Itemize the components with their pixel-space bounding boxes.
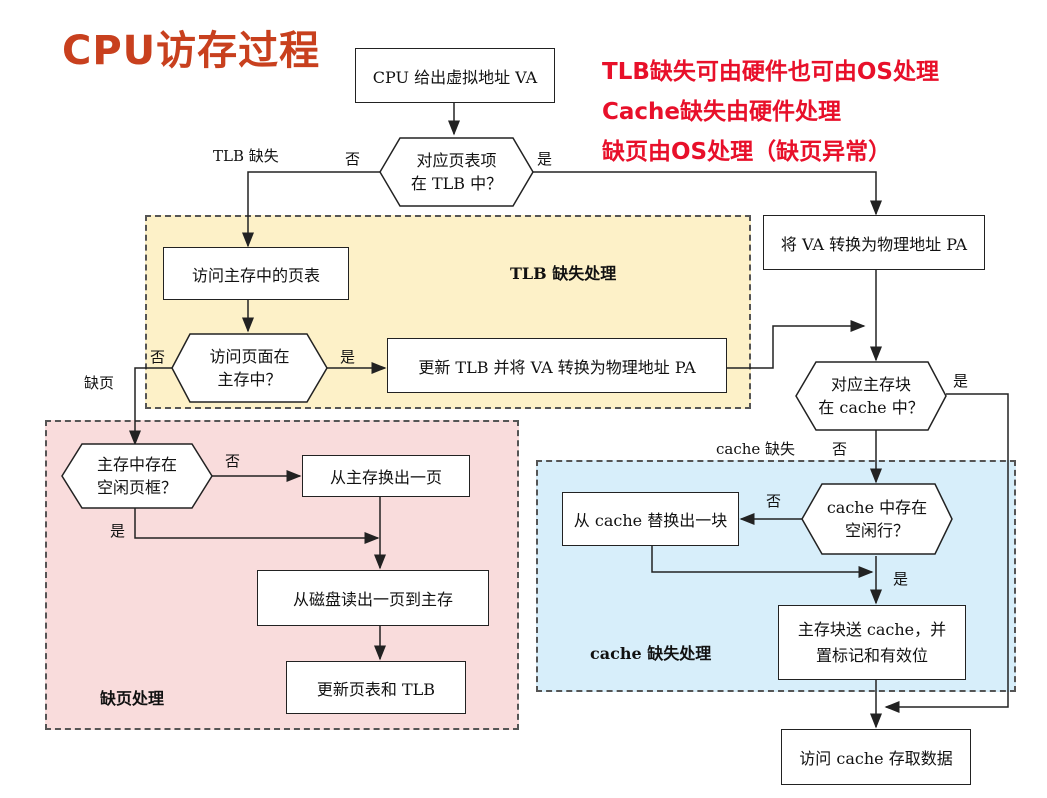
page-fault-region-label: 缺页处理 [100,689,165,708]
page-in-mem-decision: 访问页面在 主存中？ [172,334,327,402]
va-to-pa-box: 将 VA 转换为物理地址 PA [763,215,985,270]
swap-out-page-text: 从主存换出一页 [329,468,442,487]
page-fault-label: 缺页 [84,374,115,392]
free-line-text-line2: 空闲行？ [844,521,909,540]
free-frame-text-line2: 空闲页框？ [96,478,177,497]
access-page-table-box: 访问主存中的页表 [163,247,349,300]
tlb-hit-text-line2: 在 TLB 中？ [410,174,503,193]
cache-hit-text-line2: 在 cache 中？ [818,398,924,417]
note-tlb: TLB缺失可由硬件也可由OS处理 [602,59,939,85]
send-block-text-line1: 主存块送 cache，并 [797,619,947,639]
tlb-hit-decision: 对应页表项 在 TLB 中？ [380,138,533,206]
cache-hit-yes-label: 是 [953,372,969,390]
free-line-decision-shape [801,483,953,555]
start-text: CPU 给出虚拟地址 VA [372,67,538,87]
tlb-hit-text-line1: 对应页表项 [416,151,497,170]
read-page-from-disk-text: 从磁盘读出一页到主存 [292,590,453,609]
free-line-decision: cache 中存在 空闲行？ [802,484,952,554]
free-line-yes-label: 是 [893,570,909,588]
access-page-table-text: 访问主存中的页表 [191,265,320,285]
va-to-pa-text: 将 VA 转换为物理地址 PA [780,234,968,254]
page-in-mem-decision-shape [171,333,328,403]
page-in-mem-no-label: 否 [150,348,166,366]
send-block-box: 主存块送 cache，并 置标记和有效位 [778,605,966,680]
cache-hit-decision: 对应主存块 在 cache 中？ [796,362,946,430]
page-in-mem-text-line1: 访问页面在 [209,347,290,366]
cache-region-label: cache 缺失处理 [590,644,712,663]
free-frame-no-label: 否 [225,452,241,470]
swap-out-page-box: 从主存换出一页 [302,455,470,497]
page-in-mem-text-line2: 主存中？ [217,370,282,389]
access-cache-box: 访问 cache 存取数据 [781,729,971,785]
note-cache: Cache缺失由硬件处理 [602,99,842,125]
free-line-no-label: 否 [766,492,782,510]
evict-block-box: 从 cache 替换出一块 [562,492,739,546]
tlb-region-label: TLB 缺失处理 [510,264,617,283]
read-page-from-disk-box: 从磁盘读出一页到主存 [257,570,489,626]
update-tlb-box: 更新 TLB 并将 VA 转换为物理地址 PA [387,338,727,393]
page-title: CPU访存过程 [62,28,321,74]
tlb-miss-label: TLB 缺失 [213,147,279,165]
tlb-no-label: 否 [345,150,361,168]
send-block-text-line2: 置标记和有效位 [815,645,928,665]
free-line-text-line1: cache 中存在 [826,498,928,517]
free-frame-decision-shape [61,443,213,509]
evict-block-text: 从 cache 替换出一块 [573,511,728,530]
update-pt-tlb-text: 更新页表和 TLB [316,679,436,699]
cache-miss-label: cache 缺失 [716,440,796,458]
cache-hit-text-line1: 对应主存块 [830,375,911,394]
cache-hit-no-label: 否 [832,440,848,458]
cache-hit-decision-shape [795,361,947,431]
free-frame-decision: 主存中存在 空闲页框？ [62,444,212,508]
page-in-mem-yes-label: 是 [340,348,356,366]
free-frame-text-line1: 主存中存在 [96,455,177,474]
tlb-hit-decision-shape [379,137,534,207]
tlb-yes-label: 是 [537,150,553,168]
note-page-fault: 缺页由OS处理（缺页异常） [602,139,892,165]
update-pt-tlb-box: 更新页表和 TLB [286,661,466,714]
free-frame-yes-label: 是 [110,522,126,540]
start-box: CPU 给出虚拟地址 VA [355,48,555,103]
access-cache-text: 访问 cache 存取数据 [799,749,953,768]
update-tlb-text: 更新 TLB 并将 VA 转换为物理地址 PA [418,357,696,377]
